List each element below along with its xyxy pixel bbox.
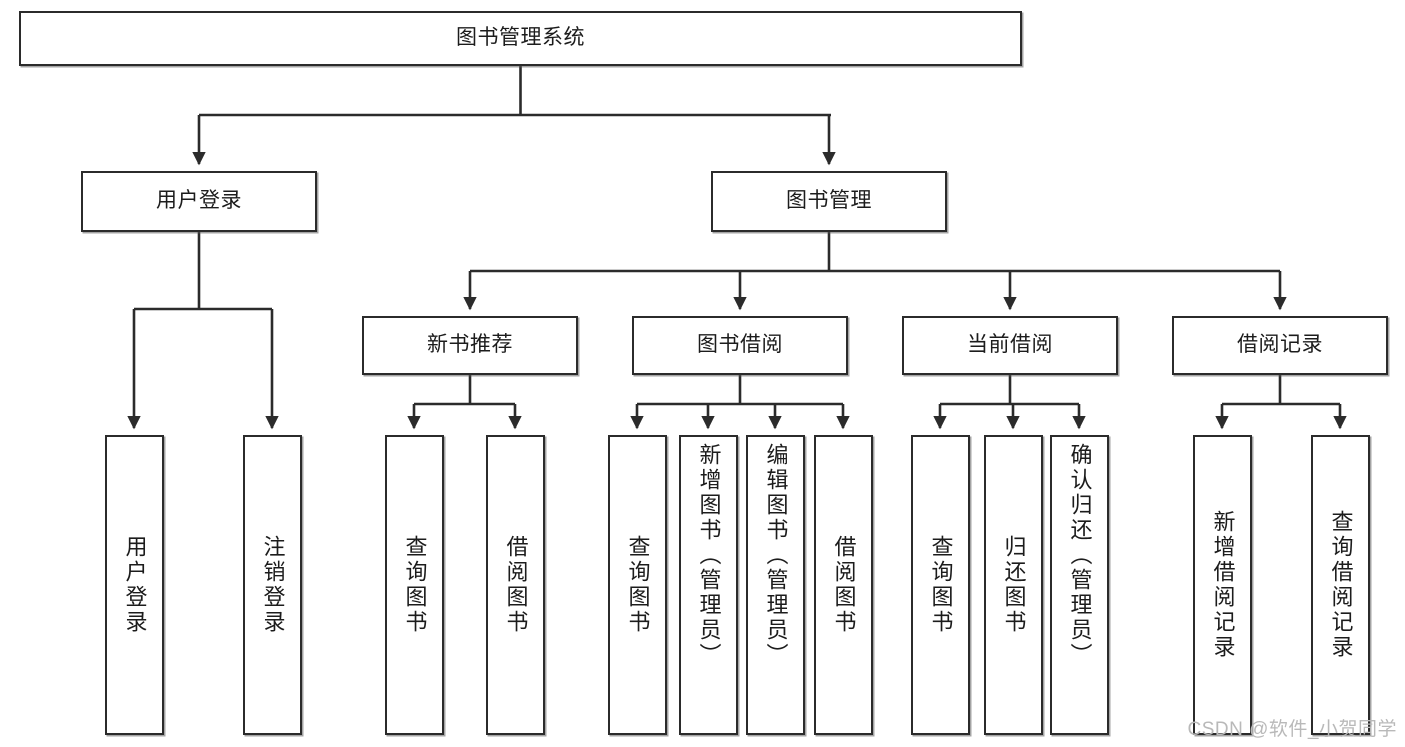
node-leaf-edit-book-label: 编辑图书（管理员） (763, 443, 789, 668)
node-leaf-add-book-label: 新增图书（管理员） (696, 443, 722, 668)
node-leaf-return-book-label: 归还图书 (1001, 535, 1027, 635)
node-current-borrow-label: 当前借阅 (967, 333, 1053, 357)
node-leaf-add-record-label: 新增借阅记录 (1210, 510, 1236, 660)
node-borrow-record-label: 借阅记录 (1237, 333, 1323, 357)
node-book-manage-label: 图书管理 (786, 189, 872, 213)
node-leaf-query-book-rec-label: 查询图书 (402, 535, 428, 635)
node-leaf-query-book-br[interactable]: 查询图书 (608, 435, 667, 735)
node-root-label: 图书管理系统 (456, 26, 585, 50)
node-new-book-rec[interactable]: 新书推荐 (362, 316, 578, 375)
node-current-borrow[interactable]: 当前借阅 (902, 316, 1118, 375)
node-user-login-label: 用户登录 (156, 189, 242, 213)
node-new-book-rec-label: 新书推荐 (427, 333, 513, 357)
node-leaf-query-book-cb[interactable]: 查询图书 (911, 435, 970, 735)
node-leaf-add-book[interactable]: 新增图书（管理员） (679, 435, 738, 735)
node-leaf-query-record[interactable]: 查询借阅记录 (1311, 435, 1370, 735)
node-leaf-edit-book[interactable]: 编辑图书（管理员） (746, 435, 805, 735)
node-leaf-user-login-label: 用户登录 (122, 535, 148, 635)
node-leaf-user-login[interactable]: 用户登录 (105, 435, 164, 735)
node-book-manage[interactable]: 图书管理 (711, 171, 947, 232)
node-leaf-query-record-label: 查询借阅记录 (1328, 510, 1354, 660)
node-leaf-query-book-cb-label: 查询图书 (928, 535, 954, 635)
node-borrow-record[interactable]: 借阅记录 (1172, 316, 1388, 375)
node-leaf-borrow-book-rec[interactable]: 借阅图书 (486, 435, 545, 735)
node-leaf-logout-label: 注销登录 (260, 535, 286, 635)
node-leaf-logout[interactable]: 注销登录 (243, 435, 302, 735)
node-leaf-borrow-book-br[interactable]: 借阅图书 (814, 435, 873, 735)
node-leaf-add-record[interactable]: 新增借阅记录 (1193, 435, 1252, 735)
node-leaf-borrow-book-br-label: 借阅图书 (831, 535, 857, 635)
node-leaf-query-book-rec[interactable]: 查询图书 (385, 435, 444, 735)
node-user-login[interactable]: 用户登录 (81, 171, 317, 232)
node-leaf-confirm-return-label: 确认归还（管理员） (1067, 443, 1093, 668)
node-leaf-query-book-br-label: 查询图书 (625, 535, 651, 635)
node-root[interactable]: 图书管理系统 (19, 11, 1022, 66)
node-book-borrow-label: 图书借阅 (697, 333, 783, 357)
node-leaf-confirm-return[interactable]: 确认归还（管理员） (1050, 435, 1109, 735)
node-book-borrow[interactable]: 图书借阅 (632, 316, 848, 375)
node-leaf-borrow-book-rec-label: 借阅图书 (503, 535, 529, 635)
node-leaf-return-book[interactable]: 归还图书 (984, 435, 1043, 735)
